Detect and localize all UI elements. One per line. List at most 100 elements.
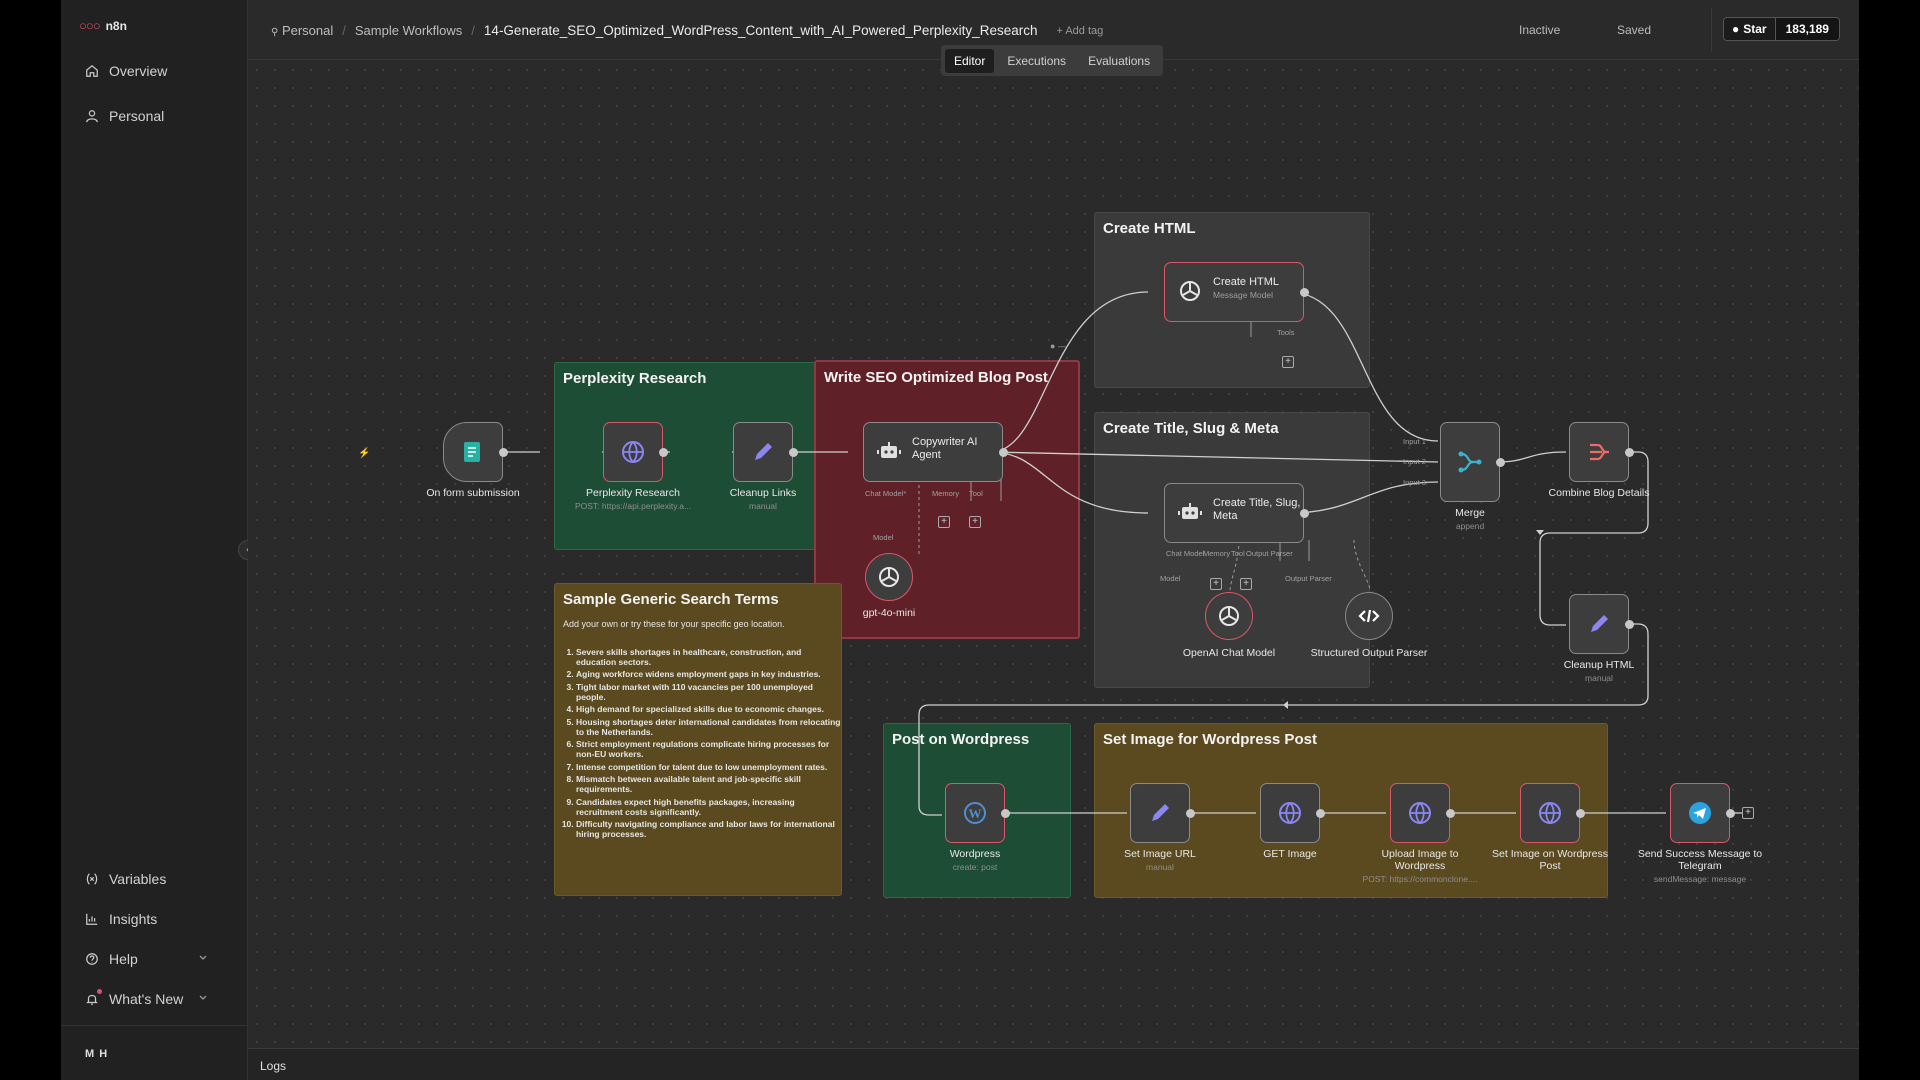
workflow-canvas[interactable]: Perplexity Research Write SEO Optimized … xyxy=(248,61,1859,1048)
node-set-image-on-post[interactable] xyxy=(1520,783,1580,843)
node-openai-chat-model[interactable] xyxy=(1205,592,1253,640)
merge-icon xyxy=(1458,451,1482,473)
node-subtitle: create: post xyxy=(952,862,998,872)
output-port[interactable] xyxy=(1625,448,1634,457)
tab-evaluations[interactable]: Evaluations xyxy=(1088,53,1151,68)
output-port[interactable] xyxy=(659,448,668,457)
github-star-label: Star xyxy=(1743,22,1767,36)
user-icon: ⚲ xyxy=(271,27,279,38)
output-port[interactable] xyxy=(789,448,798,457)
sidebar-item-whats-new[interactable]: What's New xyxy=(73,985,236,1013)
node-merge[interactable] xyxy=(1440,422,1500,502)
openai-icon xyxy=(1219,606,1239,626)
workflow-active-status[interactable]: Inactive xyxy=(1519,23,1561,37)
list-item: Tight labor market with 110 vacancies pe… xyxy=(576,682,843,702)
output-port[interactable] xyxy=(499,448,508,457)
output-port[interactable] xyxy=(1576,809,1585,818)
node-label: Set Image URL xyxy=(1124,848,1196,860)
output-port[interactable] xyxy=(1001,809,1010,818)
aggregate-icon xyxy=(1590,443,1609,461)
node-label: Set Image on Wordpress Post xyxy=(1492,848,1608,872)
node-subtitle: manual xyxy=(1585,673,1613,683)
list-item: Mismatch between available talent and jo… xyxy=(576,774,843,794)
chevron-left-icon: ‹ xyxy=(246,544,250,556)
add-tool-button[interactable]: + xyxy=(1240,578,1252,590)
node-combine-blog-details[interactable] xyxy=(1569,422,1629,482)
add-tag-button[interactable]: + Add tag xyxy=(1056,24,1104,37)
user-icon xyxy=(86,110,98,123)
node-label: Combine Blog Details xyxy=(1548,487,1650,499)
sidebar-item-variables[interactable]: Variables xyxy=(73,865,236,893)
node-subtitle: append xyxy=(1455,521,1485,531)
node-telegram[interactable] xyxy=(1670,783,1730,843)
node-cleanup-links[interactable] xyxy=(733,422,793,482)
node-form-submission[interactable] xyxy=(443,422,503,482)
output-port[interactable] xyxy=(1186,809,1195,818)
node-get-image[interactable] xyxy=(1260,783,1320,843)
add-memory-button[interactable]: + xyxy=(938,516,950,528)
node-perplexity-research[interactable] xyxy=(603,422,663,482)
github-star-count: 183,189 xyxy=(1774,18,1839,40)
output-port[interactable] xyxy=(1316,809,1325,818)
add-tool-button[interactable]: + xyxy=(1282,356,1294,368)
sticky-resize-handle[interactable]: ● — xyxy=(1050,341,1067,351)
port-label-model: Model xyxy=(1160,574,1181,583)
tab-executions[interactable]: Executions xyxy=(1007,53,1067,68)
openai-icon xyxy=(1180,281,1200,301)
port-label-memory: Memory xyxy=(1203,549,1231,558)
sticky-create-html[interactable]: Create HTML xyxy=(1094,212,1370,388)
node-wordpress[interactable]: W xyxy=(945,783,1005,843)
sidebar-item-overview[interactable]: Overview xyxy=(73,57,236,85)
list-item: Strict employment regulations complicate… xyxy=(576,739,843,759)
globe-icon xyxy=(1539,802,1561,824)
output-port[interactable] xyxy=(1496,458,1505,467)
github-star[interactable]: ● Star xyxy=(1724,18,1775,40)
breadcrumb-separator: / xyxy=(342,23,346,38)
output-port[interactable] xyxy=(1625,620,1634,629)
pencil-icon xyxy=(1152,804,1169,821)
list-item: Difficulty navigating compliance and lab… xyxy=(576,819,843,839)
chart-icon xyxy=(86,913,98,925)
logs-panel[interactable]: Logs xyxy=(248,1048,1859,1080)
node-create-html[interactable]: Create HTML Message Model xyxy=(1164,262,1304,322)
pencil-icon xyxy=(755,443,772,460)
search-terms-intro: Add your own or try these for your speci… xyxy=(563,619,785,629)
node-label: Create Title, Slug, Meta xyxy=(1213,497,1301,522)
output-port[interactable] xyxy=(1726,809,1735,818)
node-gpt-4o-mini[interactable] xyxy=(865,553,913,601)
add-memory-button[interactable]: + xyxy=(1210,578,1222,590)
tab-editor[interactable]: Editor xyxy=(945,48,995,73)
node-label: Copywriter AI Agent xyxy=(912,436,978,461)
github-star-button[interactable]: ● Star 183,189 xyxy=(1723,17,1840,41)
sticky-seo-blog-post[interactable]: Write SEO Optimized Blog Post xyxy=(814,360,1080,639)
sidebar-item-label: Personal xyxy=(109,108,165,124)
sidebar-item-label: Overview xyxy=(109,63,168,79)
output-port[interactable] xyxy=(1300,288,1309,297)
node-cleanup-html[interactable] xyxy=(1569,594,1629,654)
breadcrumb-sample-workflows[interactable]: Sample Workflows xyxy=(354,23,463,38)
node-copywriter-agent[interactable]: Copywriter AI Agent xyxy=(863,422,1003,482)
node-structured-output-parser[interactable] xyxy=(1345,592,1393,640)
home-icon xyxy=(86,64,98,77)
add-node-button[interactable]: + xyxy=(1742,807,1754,819)
node-label: On form submission xyxy=(426,487,520,499)
add-tool-button[interactable]: + xyxy=(969,516,981,528)
sidebar-item-personal[interactable]: Personal xyxy=(73,102,236,130)
variables-icon xyxy=(86,873,98,885)
workflow-name[interactable]: 14-Generate_SEO_Optimized_WordPress_Cont… xyxy=(483,23,1038,38)
user-avatar[interactable]: M H xyxy=(85,1048,109,1060)
sidebar-item-insights[interactable]: Insights xyxy=(73,905,236,933)
output-port[interactable] xyxy=(1446,809,1455,818)
view-tabs: Editor Executions Evaluations xyxy=(941,45,1164,76)
node-create-title-slug-meta[interactable]: Create Title, Slug, Meta xyxy=(1164,483,1304,543)
chevron-down-icon xyxy=(199,955,207,960)
output-port[interactable] xyxy=(1300,509,1309,518)
globe-icon xyxy=(1409,802,1431,824)
sidebar-item-help[interactable]: Help xyxy=(73,945,236,973)
sticky-search-terms[interactable]: Sample Generic Search Terms Add your own… xyxy=(554,583,842,896)
breadcrumb-personal[interactable]: ⚲ Personal xyxy=(271,23,333,38)
node-set-image-url[interactable] xyxy=(1130,783,1190,843)
n8n-logo[interactable]: ○○○ n8n xyxy=(79,18,127,33)
node-upload-image[interactable] xyxy=(1390,783,1450,843)
output-port[interactable] xyxy=(999,448,1008,457)
